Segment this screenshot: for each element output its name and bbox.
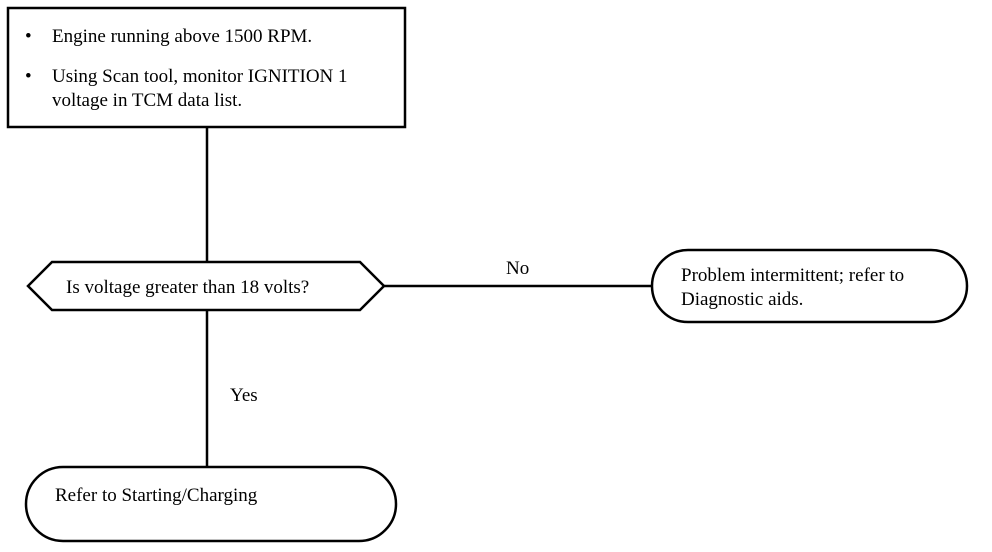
start-item-1-bullet: • [25,26,32,47]
no-result-line-1: Problem intermittent; refer to [681,265,904,286]
start-action-box: • Engine running above 1500 RPM. • Using… [6,6,407,129]
start-box-border [6,6,407,129]
start-item-2-line-1: Using Scan tool, monitor IGNITION 1 [52,66,348,87]
no-result-border [650,248,969,324]
start-item-1-line-1: Engine running above 1500 RPM. [52,26,312,47]
yes-result-line-1: Refer to Starting/Charging [55,485,258,506]
no-result-line-2: Diagnostic aids. [681,289,803,310]
no-branch-label: No [506,258,529,279]
decision-question: Is voltage greater than 18 volts? [66,277,309,298]
start-item-2-line-2: voltage in TCM data list. [52,90,242,111]
yes-result-terminal: Refer to Starting/Charging [24,465,398,543]
yes-result-border [24,465,398,543]
start-item-2-bullet: • [25,66,32,87]
yes-branch-label: Yes [230,385,258,406]
decision-node: Is voltage greater than 18 volts? [26,260,386,312]
no-result-terminal: Problem intermittent; refer to Diagnosti… [650,248,969,324]
decision-shape [26,260,386,312]
